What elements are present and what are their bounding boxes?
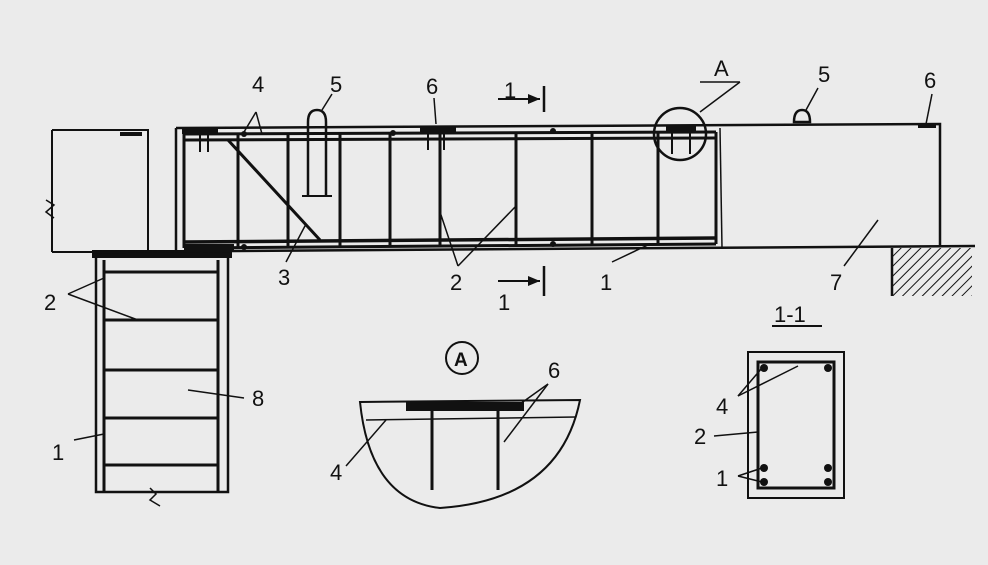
label-6-detail: 6 [548,358,560,383]
label-4-section: 4 [716,394,728,419]
label-4-top: 4 [252,72,264,97]
leader-lines [67,87,933,441]
label-6-right: 6 [924,68,936,93]
rebar-cage [182,127,718,251]
detail-a-callout [652,81,741,162]
left-wall [44,129,149,253]
label-1-section: 1 [716,466,728,491]
right-support [890,248,972,296]
lifting-loop [302,108,812,197]
label-2-column: 2 [44,290,56,315]
label-3: 3 [278,265,290,290]
label-5-right: 5 [818,62,830,87]
detail-a-view [345,341,582,510]
label-4-detail: 4 [330,460,342,485]
label-A-top: A [714,56,729,81]
section-cut-marks [498,86,546,296]
beam-outline [91,122,976,254]
section-mark-top: 1 [504,78,516,103]
label-2-section: 2 [694,424,706,449]
section-mark-bottom: 1 [498,290,510,315]
label-7: 7 [830,270,842,295]
label-1-column: 1 [52,440,64,465]
section-1-1-title: 1-1 [774,302,806,327]
number-labels: 4 5 6 3 2 1 A 5 6 7 2 8 1 1 1 A 6 4 1-1 … [44,56,936,491]
label-5-left: 5 [330,72,342,97]
column-element [92,250,232,507]
label-1-mid: 1 [600,270,612,295]
label-2-mid: 2 [450,270,462,295]
section-1-1-view [713,325,845,499]
embedded-anchors [199,133,445,152]
label-8: 8 [252,386,264,411]
detail-a-title: A [454,350,468,371]
label-6-mid: 6 [426,74,438,99]
